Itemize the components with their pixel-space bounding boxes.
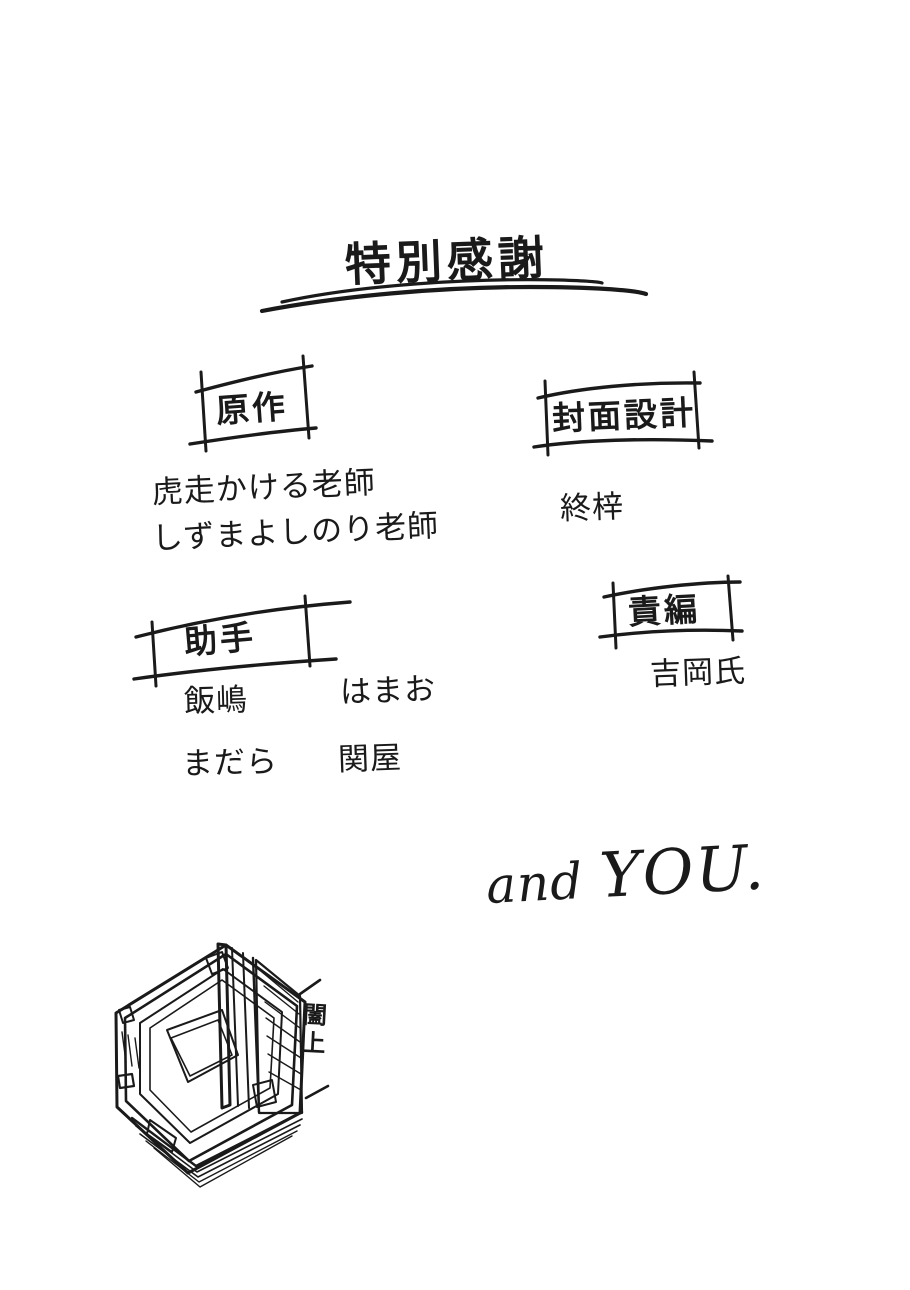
section-label-assistants: 助手 <box>182 616 258 663</box>
credit-assistant-3: まだら <box>181 743 279 783</box>
credit-assistant-4: 関屋 <box>337 739 403 779</box>
book-note-close: 闔上 <box>296 1001 328 1059</box>
closing-and-word: and <box>484 851 602 915</box>
section-label-cover-design: 封面設計 <box>551 392 697 439</box>
label-box-original-work <box>188 354 318 453</box>
credit-editor-1: 吉岡氏 <box>649 653 747 693</box>
credit-cover-design-1: 終梓 <box>559 488 625 528</box>
title-underline-group <box>259 278 649 314</box>
credit-assistant-2: はまお <box>339 671 437 711</box>
section-label-original-work: 原作 <box>214 386 290 431</box>
closing-you-word: YOU. <box>597 830 768 912</box>
closing-and-you: and YOU. <box>484 830 768 918</box>
label-box-cover-design <box>532 370 714 457</box>
label-box-assistants <box>132 594 352 688</box>
credit-assistant-1: 飯嶋 <box>183 682 249 720</box>
book-illustration <box>114 942 330 1188</box>
page-title: 特別感謝 <box>343 230 550 292</box>
section-label-editor: 責編 <box>627 589 701 632</box>
label-box-editor <box>598 574 744 650</box>
